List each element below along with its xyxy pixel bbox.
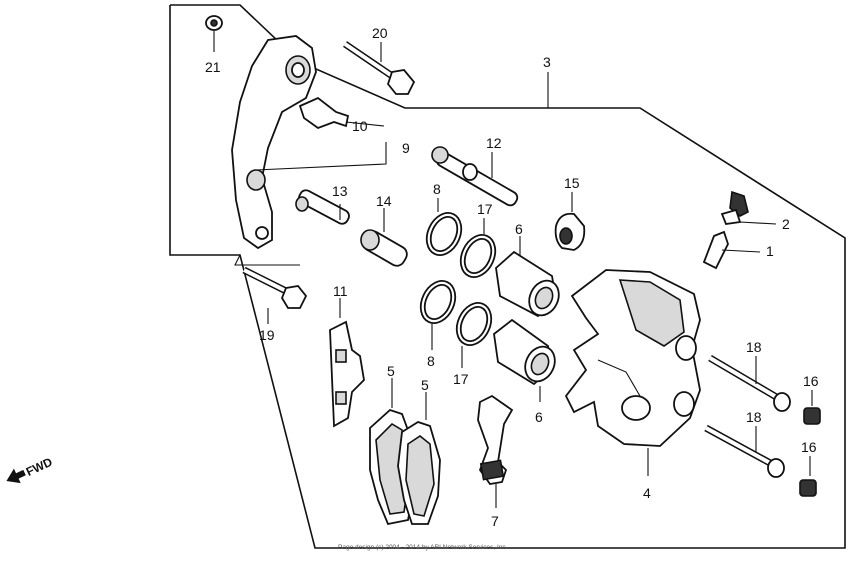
callout-6-lower: 6 [535, 409, 543, 425]
part-18-bolt-lower [704, 424, 785, 478]
callout-5-left: 5 [387, 363, 395, 379]
part-9-caliper-bracket [231, 35, 317, 250]
callout-16-upper: 16 [803, 373, 819, 389]
part-2-bleeder-cap [720, 190, 777, 225]
callout-6-upper: 6 [515, 221, 523, 237]
callout-7: 7 [491, 513, 499, 529]
part-4-caliper-body [564, 269, 701, 476]
part-5-pad-right [397, 392, 441, 525]
part-8-seal-upper [425, 198, 463, 256]
part-18-bolt-upper [708, 354, 791, 412]
part-14-pin [360, 208, 408, 267]
callout-5-right: 5 [421, 377, 429, 393]
callout-8-lower: 8 [427, 353, 435, 369]
part-15-boot [554, 192, 586, 251]
part-8-seal-lower [419, 280, 457, 350]
callout-13: 13 [332, 183, 348, 199]
part-16-plug-upper [803, 390, 821, 425]
part-12-pin [431, 146, 519, 207]
credit-line-2: Page design (c) 2004 - 2014 by ARI Netwo… [338, 544, 508, 551]
callout-17-lower: 17 [453, 371, 469, 387]
callout-2: 2 [782, 216, 790, 232]
part-17-seal-lower [455, 302, 493, 368]
part-16-plug-lower [799, 456, 817, 497]
part-17-seal-upper [459, 218, 497, 278]
callout-9: 9 [402, 140, 410, 156]
part-21-washer [205, 15, 223, 52]
callout-18-upper: 18 [746, 339, 762, 355]
callout-15: 15 [564, 175, 580, 191]
callout-18-lower: 18 [746, 409, 762, 425]
part-7-pad-spring [477, 394, 514, 508]
callout-3: 3 [543, 54, 551, 70]
part-1-bleeder-screw [702, 230, 761, 270]
part-19-bolt [242, 266, 308, 324]
callout-11: 11 [333, 283, 348, 299]
forward-label: FWD [24, 455, 55, 479]
part-10-clip [255, 96, 387, 171]
part-11-shim [329, 298, 365, 428]
part-20-bolt [343, 41, 416, 95]
callout-10: 10 [352, 118, 368, 134]
callout-4: 4 [643, 485, 651, 501]
callout-17-upper: 17 [477, 201, 493, 217]
callout-21: 21 [205, 59, 221, 75]
callout-16-lower: 16 [801, 439, 817, 455]
callout-12: 12 [486, 135, 502, 151]
copyright-credit: Page design (c) 2004 - 2014 by ARI Netwo… [338, 544, 508, 551]
callout-14: 14 [376, 193, 392, 209]
forward-direction-indicator: FWD [6, 455, 55, 484]
forward-arrow-icon [6, 468, 26, 484]
callout-20: 20 [372, 25, 388, 41]
part-13-pin [295, 189, 350, 225]
part-6-piston-upper [495, 236, 560, 318]
callout-1: 1 [766, 243, 774, 259]
callout-19: 19 [259, 327, 275, 343]
part-6-piston-lower [493, 318, 556, 402]
callout-labels: 1 2 3 4 5 5 6 6 7 8 8 9 10 11 12 13 14 1… [205, 25, 819, 529]
callout-8-upper: 8 [433, 181, 441, 197]
